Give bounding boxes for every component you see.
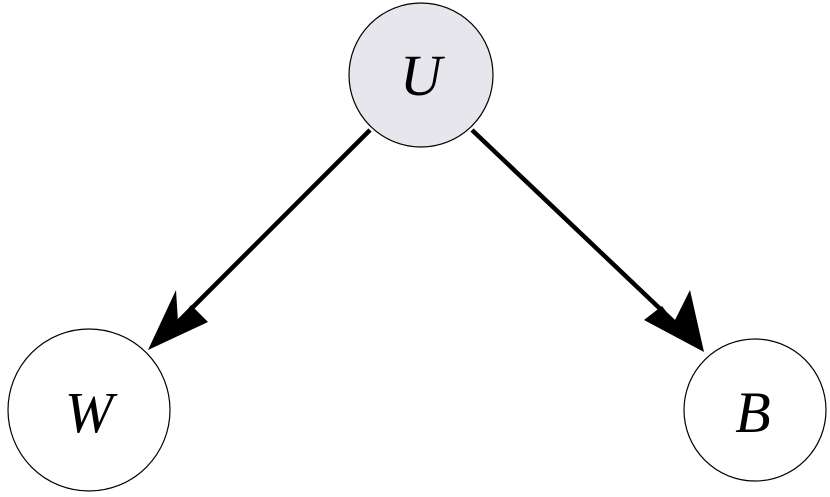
edge-u-to-w [148,128,372,350]
edge-u-to-b-line [470,128,676,324]
node-w-label: W [65,380,118,445]
node-u-label: U [400,43,446,108]
node-b: B [683,338,827,482]
edge-u-to-b [470,128,704,352]
node-w: W [7,328,171,492]
node-u-circle [348,2,494,148]
node-u: U [348,2,494,148]
node-b-circle [683,338,827,482]
edge-u-to-w-arrowhead [148,290,208,350]
edge-u-to-w-line [176,128,372,324]
node-w-circle [7,328,171,492]
node-b-label: B [735,380,770,445]
edge-u-to-b-arrowhead [644,290,704,352]
